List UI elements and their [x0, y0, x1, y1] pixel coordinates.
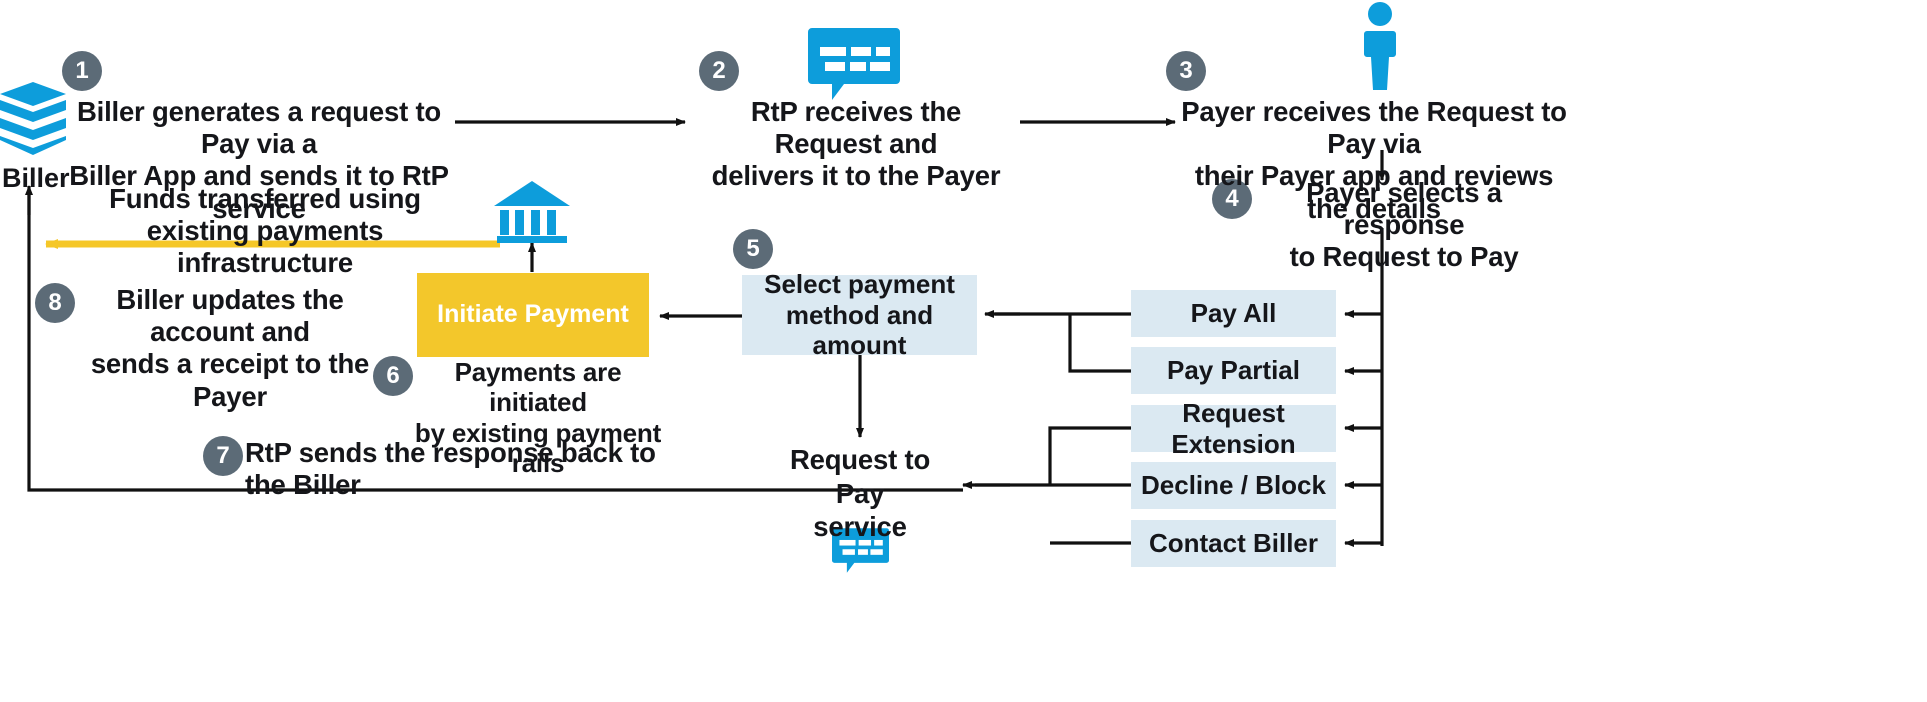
person-icon [1364, 2, 1396, 90]
node-initiate-payment[interactable]: Initiate Payment [417, 273, 649, 357]
option-pay-all[interactable]: Pay All [1131, 290, 1336, 337]
annotation-funds-transferred: Funds transferred using existing payment… [109, 183, 421, 279]
arrow-other-options-to-rtp [975, 426, 1131, 545]
option-pay-partial[interactable]: Pay Partial [1131, 347, 1336, 394]
step-text-4: Payer selects a response to Request to P… [1289, 177, 1519, 273]
node-initiate-payment-label: Initiate Payment [437, 300, 629, 329]
option-decline-block[interactable]: Decline / Block [1131, 462, 1336, 509]
step-number-3: 3 [1166, 51, 1206, 91]
step-number-2: 2 [699, 51, 739, 91]
option-request-extension-label: Request Extension [1171, 398, 1296, 459]
chat-bubble-icon [808, 28, 900, 100]
option-pay-partial-label: Pay Partial [1167, 355, 1300, 386]
actor-label-biller: Biller [2, 163, 70, 193]
option-pay-all-label: Pay All [1190, 298, 1277, 329]
step-number-4: 4 [1212, 179, 1252, 219]
step-text-8: Biller updates the account and sends a r… [90, 284, 370, 412]
step-number-1: 1 [62, 51, 102, 91]
step-text-6: Payments are initiated by existing payme… [414, 357, 662, 479]
option-request-extension[interactable]: Request Extension [1131, 398, 1336, 459]
step-text-7: RtP sends the response back to the Bille… [245, 437, 656, 501]
step-number-7: 7 [203, 436, 243, 476]
step-text-1: Biller generates a request to Pay via a … [69, 96, 449, 224]
step-number-8: 8 [35, 283, 75, 323]
step-number-5: 5 [733, 229, 773, 269]
node-rtp-service-label: Request to Pay service [789, 444, 931, 543]
biller-stack-icon [0, 82, 66, 155]
chat-bubble-icon-bottom [832, 528, 889, 573]
option-contact-biller-label: Contact Biller [1148, 528, 1319, 559]
step-text-3: Payer receives the Request to Pay via th… [1181, 96, 1567, 224]
node-select-payment[interactable]: Select payment method and amount [742, 269, 977, 360]
step-number-6: 6 [373, 356, 413, 396]
option-contact-biller[interactable]: Contact Biller [1131, 520, 1336, 567]
arrow-payall-paypartial-to-select [995, 312, 1131, 373]
option-decline-block-label: Decline / Block [1141, 470, 1326, 501]
node-select-payment-label: Select payment method and amount [764, 269, 955, 361]
bank-icon [494, 181, 570, 243]
step-text-2: RtP receives the Request and delivers it… [711, 96, 1001, 192]
